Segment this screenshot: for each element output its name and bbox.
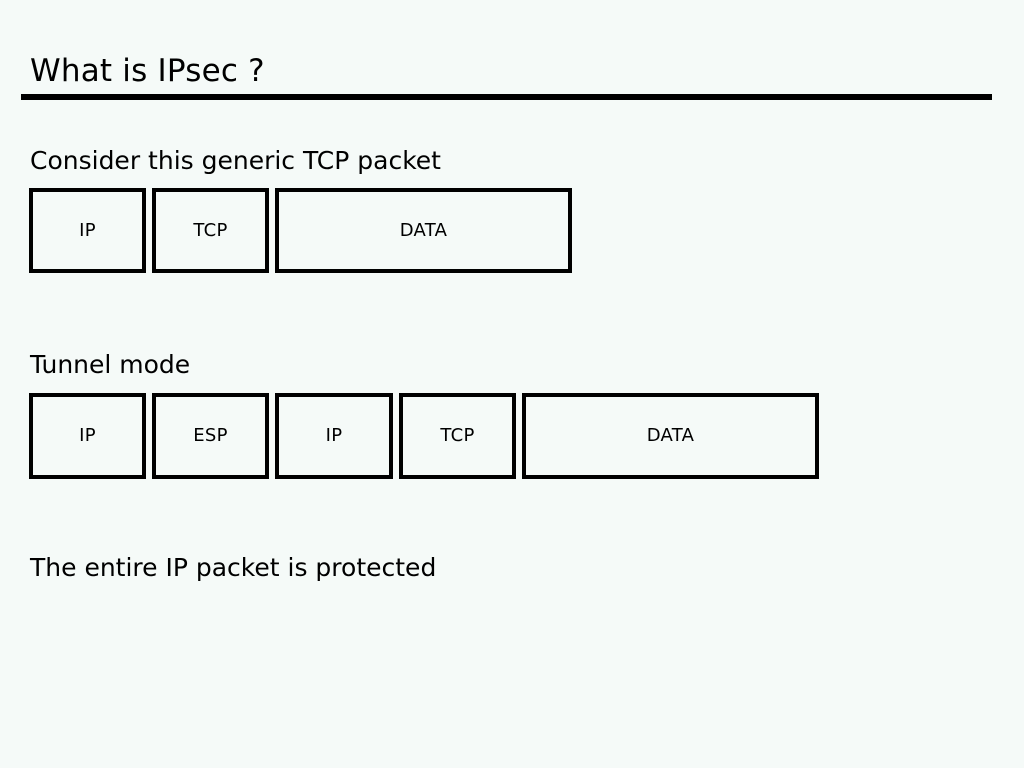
packet-field-data: DATA bbox=[275, 188, 572, 273]
tunnel-mode-packet-diagram: IP ESP IP TCP DATA bbox=[29, 393, 819, 479]
packet-field-label: DATA bbox=[399, 219, 448, 241]
generic-packet-label: Consider this generic TCP packet bbox=[30, 146, 441, 175]
protection-note: The entire IP packet is protected bbox=[30, 553, 437, 582]
generic-packet-diagram: IP TCP DATA bbox=[29, 188, 572, 273]
packet-field-tcp: TCP bbox=[152, 188, 269, 273]
packet-field-tcp: TCP bbox=[399, 393, 516, 479]
packet-field-label: IP bbox=[79, 425, 96, 446]
packet-field-label: IP bbox=[325, 425, 343, 446]
packet-field-esp: ESP bbox=[152, 393, 269, 479]
tunnel-mode-label: Tunnel mode bbox=[30, 350, 191, 379]
packet-field-label: TCP bbox=[440, 425, 475, 446]
packet-field-outer-ip: IP bbox=[29, 393, 146, 479]
title-underline-rule bbox=[21, 94, 992, 100]
page-title: What is IPsec ? bbox=[30, 53, 265, 89]
packet-field-label: DATA bbox=[646, 425, 695, 446]
packet-field-label: IP bbox=[79, 219, 96, 241]
packet-field-inner-ip: IP bbox=[275, 393, 393, 479]
packet-field-label: TCP bbox=[193, 219, 228, 241]
packet-field-ip: IP bbox=[29, 188, 146, 273]
packet-field-data: DATA bbox=[522, 393, 819, 479]
packet-field-label: ESP bbox=[193, 425, 228, 446]
